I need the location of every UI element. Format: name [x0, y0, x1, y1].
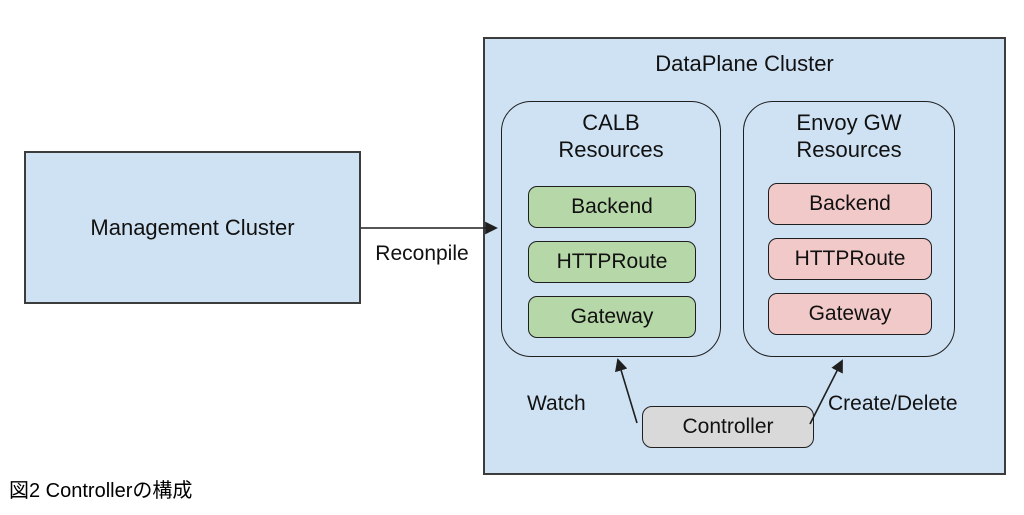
watch-edge-label: Watch [527, 392, 586, 415]
calb-backend-box: Backend [528, 186, 696, 228]
figure-caption: 図2 Controllerの構成 [9, 480, 193, 502]
dataplane-cluster-title: DataPlane Cluster [655, 51, 834, 76]
calb-resources-title: CALB Resources [502, 109, 720, 163]
envoy-httproute-box: HTTPRoute [768, 238, 932, 280]
management-cluster-box: Management Cluster [24, 151, 361, 304]
calb-gateway-box: Gateway [528, 296, 696, 338]
calb-resources-group: CALB Resources Backend HTTPRoute Gateway [501, 101, 721, 357]
envoy-title-line1: Envoy GW [796, 110, 902, 135]
envoy-title-line2: Resources [796, 137, 902, 162]
management-cluster-label: Management Cluster [90, 214, 295, 240]
calb-title-line1: CALB [582, 110, 640, 135]
envoy-gateway-box: Gateway [768, 293, 932, 335]
envoy-backend-box: Backend [768, 183, 932, 225]
dataplane-cluster-box: DataPlane Cluster CALB Resources Backend… [483, 37, 1006, 475]
calb-httproute-box: HTTPRoute [528, 241, 696, 283]
controller-box: Controller [642, 406, 814, 448]
reconpile-edge-label: Reconpile [375, 242, 469, 265]
calb-title-line2: Resources [558, 137, 664, 162]
envoy-gw-resources-group: Envoy GW Resources Backend HTTPRoute Gat… [743, 101, 955, 357]
create-delete-edge-label: Create/Delete [828, 392, 958, 415]
envoy-gw-resources-title: Envoy GW Resources [744, 109, 954, 163]
